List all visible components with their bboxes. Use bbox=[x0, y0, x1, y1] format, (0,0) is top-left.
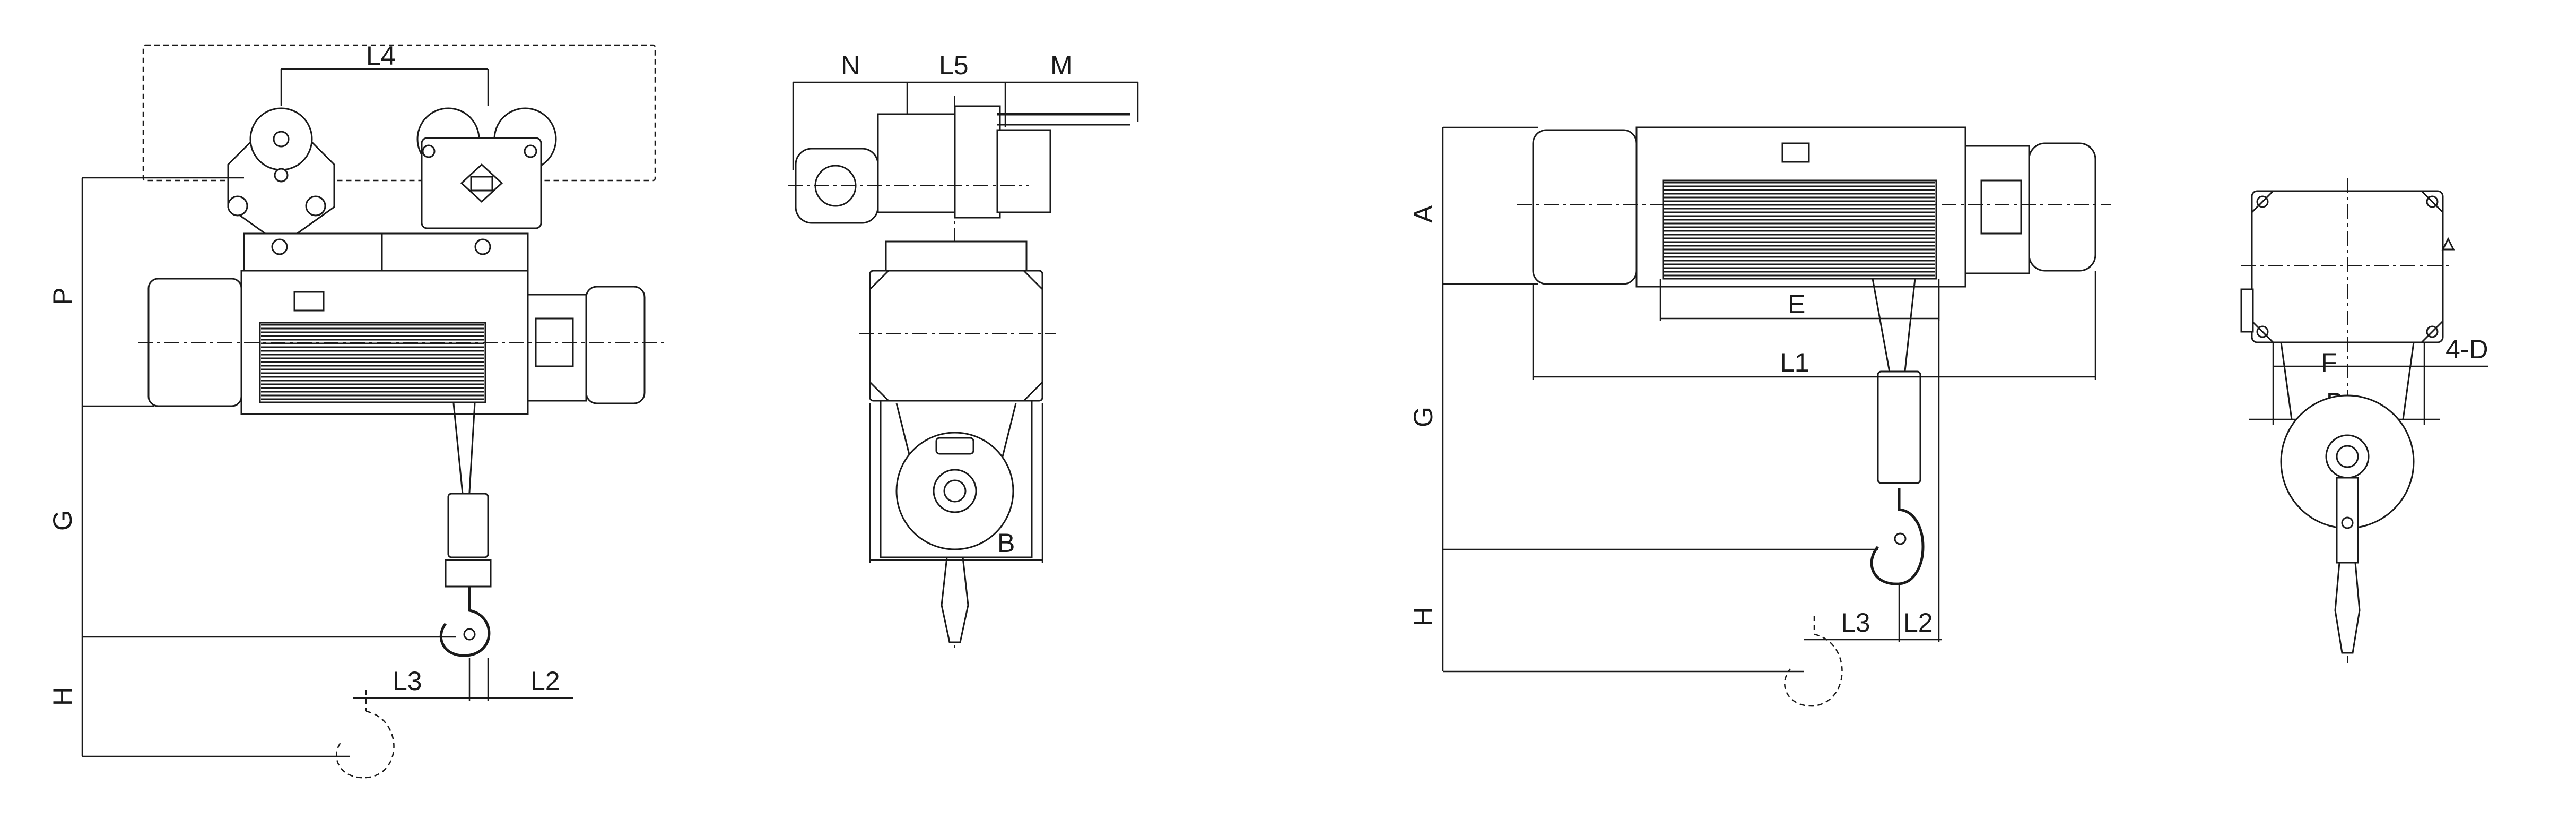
side-monorail-view: N L5 M B bbox=[788, 50, 1139, 648]
hook-lowest-position bbox=[336, 710, 395, 779]
bolt bbox=[274, 168, 289, 183]
bolt bbox=[2426, 195, 2439, 208]
label-h: H bbox=[48, 687, 77, 706]
sheave-pin bbox=[943, 479, 967, 503]
sheave-hub bbox=[933, 469, 977, 513]
sheave bbox=[895, 432, 1014, 550]
corner-chamfer bbox=[869, 270, 1043, 402]
motor-left bbox=[1532, 129, 1638, 285]
bolt bbox=[2256, 325, 2269, 338]
hook-eye bbox=[1894, 532, 1907, 545]
bolt bbox=[422, 144, 436, 158]
bolt bbox=[2426, 325, 2439, 338]
hook-guard-slant bbox=[2280, 342, 2415, 420]
gearbox-right bbox=[527, 294, 587, 402]
hook-block bbox=[2336, 477, 2359, 564]
drum-grooves bbox=[1664, 182, 1935, 277]
front-fixed-view: A G H E L1 L3 L2 bbox=[1408, 126, 2111, 707]
sheave-pin bbox=[2336, 445, 2359, 468]
trolley-gear-housing bbox=[877, 113, 969, 213]
arrow-marker bbox=[2441, 237, 2455, 251]
label-l1: L1 bbox=[1780, 348, 1809, 377]
i-beam-outline bbox=[142, 44, 656, 182]
hook-lowest-position bbox=[1784, 633, 1843, 707]
hook-eye bbox=[463, 628, 476, 641]
hook-side bbox=[2334, 562, 2361, 654]
label-e: E bbox=[1788, 289, 1805, 319]
hook bbox=[1870, 488, 1925, 585]
name-tag bbox=[293, 291, 325, 312]
label-g: G bbox=[1408, 407, 1438, 427]
trolley-wheel-plate bbox=[954, 105, 1001, 219]
hook-side bbox=[941, 556, 969, 643]
nameplate-inner bbox=[470, 176, 493, 192]
drum-grooves bbox=[261, 324, 484, 400]
label-l2: L2 bbox=[1903, 608, 1933, 637]
trolley-wheel-left bbox=[249, 107, 313, 171]
trolley-side-box bbox=[996, 129, 1051, 213]
capacity-plate bbox=[935, 437, 974, 455]
motor-right bbox=[2028, 142, 2096, 272]
hook-block bbox=[447, 493, 489, 558]
bolt bbox=[2256, 195, 2269, 208]
label-m: M bbox=[1050, 50, 1073, 80]
label-l5: L5 bbox=[939, 50, 969, 80]
label-l3: L3 bbox=[393, 666, 422, 696]
hook-block-collar bbox=[445, 559, 492, 588]
bolt bbox=[474, 238, 491, 255]
name-tag bbox=[1781, 142, 1810, 163]
hoist-end-cover bbox=[869, 270, 1043, 402]
hoist-top-block bbox=[885, 240, 1028, 272]
label-g: G bbox=[48, 510, 77, 531]
hook bbox=[439, 587, 491, 657]
front-monorail-view: L4 P G H L3 L2 bbox=[48, 41, 668, 779]
label-l3: L3 bbox=[1841, 608, 1870, 637]
bolt bbox=[271, 238, 288, 255]
trolley-drive-housing bbox=[421, 137, 542, 229]
corner-chamfer bbox=[2251, 190, 2444, 343]
label-l2: L2 bbox=[530, 666, 560, 696]
label-f: F bbox=[2321, 348, 2337, 377]
label-n: N bbox=[841, 50, 860, 80]
bolt bbox=[227, 195, 248, 217]
hook-block bbox=[1877, 370, 1921, 484]
label-4d: 4-D bbox=[2446, 334, 2488, 364]
gearbox-right bbox=[1964, 145, 2030, 274]
label-b: B bbox=[997, 528, 1015, 558]
nameplate-diamond bbox=[460, 163, 503, 203]
trolley-wheel-left-hub bbox=[273, 131, 290, 148]
motor-right bbox=[585, 286, 646, 404]
foot-left bbox=[2240, 288, 2254, 333]
label-l4: L4 bbox=[366, 41, 396, 71]
hook-block-pin bbox=[2341, 516, 2354, 529]
label-h: H bbox=[1408, 607, 1438, 626]
terminal-box bbox=[1980, 179, 2022, 235]
label-p: P bbox=[48, 288, 77, 305]
side-fixed-view: F 4-D B bbox=[2240, 178, 2488, 663]
bolt bbox=[305, 195, 326, 217]
label-a: A bbox=[1408, 205, 1438, 223]
bolt bbox=[524, 144, 537, 158]
